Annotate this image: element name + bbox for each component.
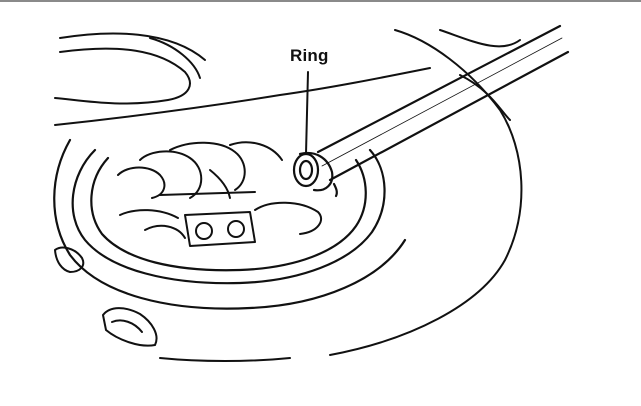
housing-outline xyxy=(54,29,523,362)
top-border xyxy=(0,0,641,2)
drum-ring xyxy=(53,138,407,310)
callout-leader-line xyxy=(305,71,309,155)
ring-callout-label: Ring xyxy=(290,46,329,65)
ring-fitting xyxy=(292,151,338,198)
side-mounts xyxy=(54,246,158,347)
probe-hose xyxy=(316,24,570,182)
hub-details xyxy=(117,141,323,247)
